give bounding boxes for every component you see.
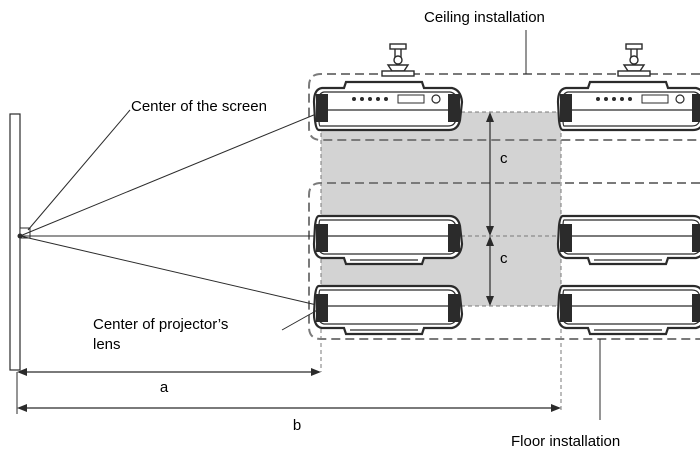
dimension-b-label: b [293,417,301,434]
center-of-lens-label-line2: lens [93,336,121,353]
floor-installation-label: Floor installation [511,433,620,450]
dimension-c-upper [486,112,494,236]
dimension-c-upper-label: c [500,150,508,167]
projection-line-top [19,111,322,237]
screen-center-marker [19,227,31,239]
dimension-a-label: a [160,379,169,396]
screen [9,113,21,371]
ceiling-installation-label: Ceiling installation [424,9,545,26]
floor-projector-right-upper [556,214,700,266]
floor-projector-right-lower [556,284,700,336]
ceiling-mount-left [381,43,415,77]
dimension-c-lower [486,236,494,306]
ceiling-mount-right [617,43,651,77]
dimension-b [17,404,561,412]
dimension-c-lower-label: c [500,250,508,267]
center-of-screen-label: Center of the screen [131,98,267,115]
floor-projector-left-lower [312,284,464,336]
floor-projector-left-upper [312,214,464,266]
projection-line-bottom [19,235,322,307]
ceiling-installation-box [308,73,700,141]
leader-lens-center [281,307,322,331]
ceiling-projector-right [556,80,700,132]
ceiling-projector-left [312,80,464,132]
shaded-area [321,112,561,306]
floor-installation-box [308,182,700,340]
center-of-lens-label-line1: Center of projector’s [93,316,228,333]
dimension-a [17,368,321,376]
leader-screen-center [27,109,131,231]
